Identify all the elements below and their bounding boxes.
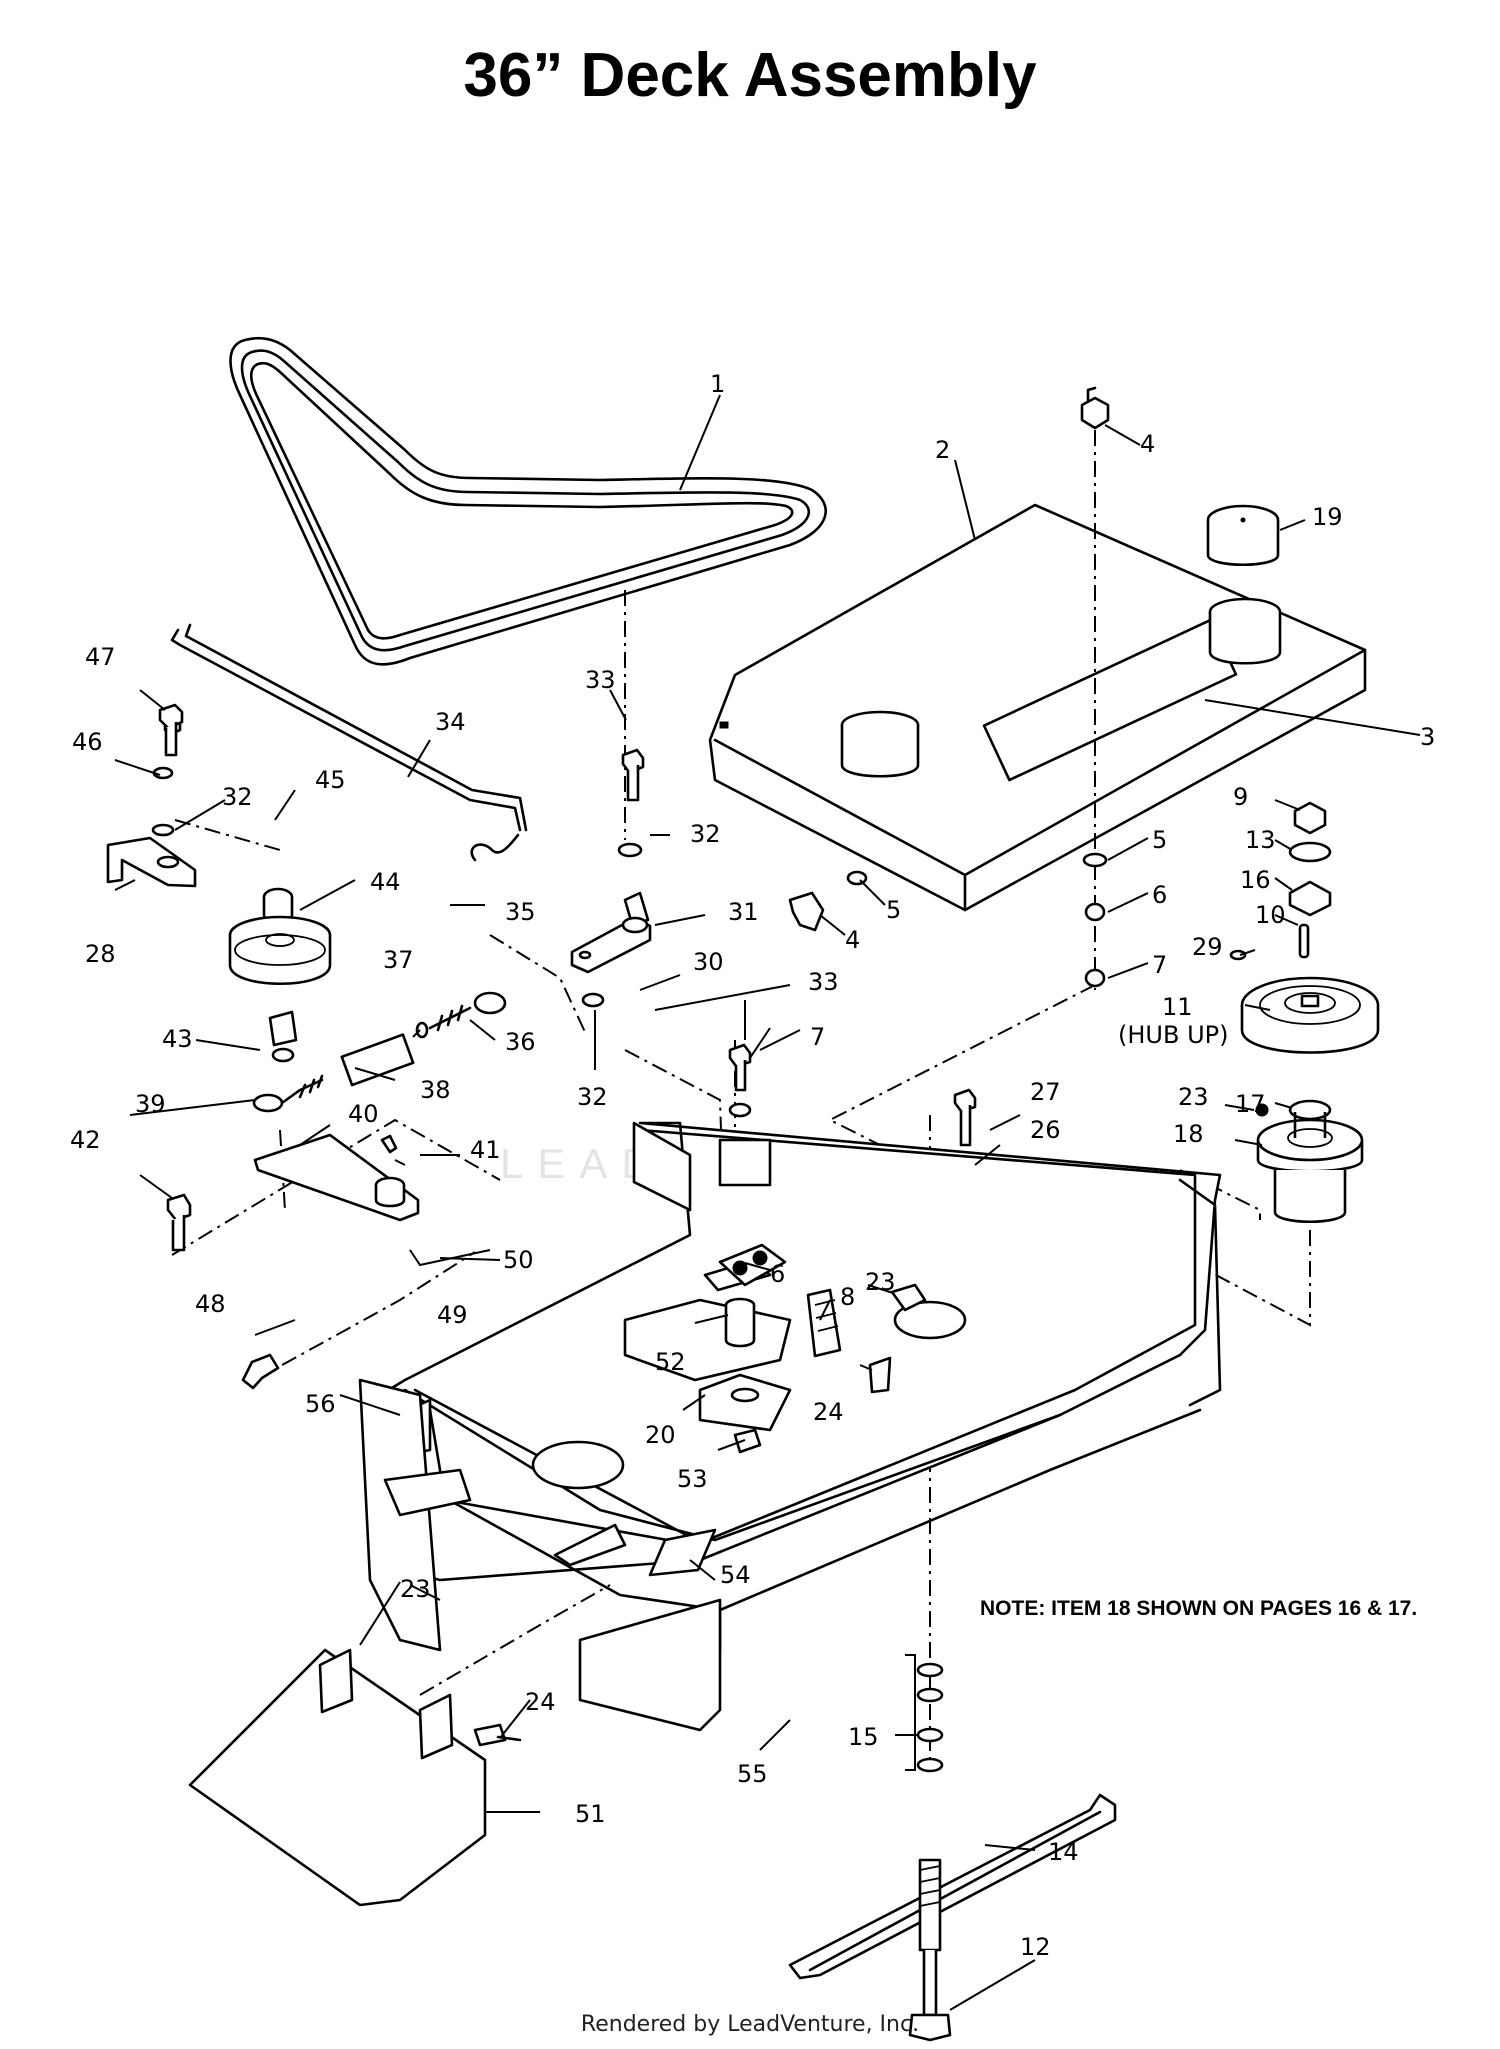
callout-45: 45 — [315, 766, 346, 794]
link-rod — [170, 623, 528, 862]
cover-bumper — [1206, 504, 1280, 567]
callout-43: 43 — [162, 1025, 193, 1053]
footer-credit: Rendered by LeadVenture, Inc. — [580, 2012, 920, 2037]
cover-hardware-stack — [846, 852, 1108, 988]
callout-5: 5 — [886, 896, 901, 924]
callout-44: 44 — [370, 868, 401, 896]
callout-52: 52 — [655, 1348, 686, 1376]
callout-42: 42 — [70, 1126, 101, 1154]
callout-34: 34 — [435, 708, 466, 736]
callout-6: 6 — [770, 1260, 785, 1288]
callout-49: 49 — [437, 1301, 468, 1329]
callout-31: 31 — [728, 898, 759, 926]
callout-26: 26 — [1030, 1116, 1061, 1144]
callout-14: 14 — [1048, 1838, 1079, 1866]
callout-28: 28 — [85, 940, 116, 968]
callout-40: 40 — [348, 1100, 379, 1128]
callout-39: 39 — [135, 1090, 166, 1118]
callout-12: 12 — [1020, 1933, 1051, 1961]
callout-32: 32 — [577, 1083, 608, 1111]
leader-lines — [114, 394, 1421, 2011]
callout-15: 15 — [848, 1723, 879, 1751]
callout-10: 10 — [1255, 901, 1286, 929]
blade-assembly — [788, 1662, 1117, 2042]
belt-cover — [708, 503, 1367, 912]
discharge-chute — [188, 1648, 522, 1907]
callout-18: 18 — [1173, 1120, 1204, 1148]
callout-3: 3 — [1420, 723, 1435, 751]
callout-33: 33 — [808, 968, 839, 996]
knob-4 — [788, 891, 825, 932]
callout-24: 24 — [813, 1398, 844, 1426]
callout-4: 4 — [1140, 430, 1155, 458]
callout-labels: 1 2 3 4 4 5 5 6 6 7 7 8 9 10 11 (HUB UP)… — [70, 370, 1435, 1961]
callout-8: 8 — [840, 1283, 855, 1311]
callout-16: 16 — [1240, 866, 1271, 894]
callout-55: 55 — [737, 1760, 768, 1788]
callout-7: 7 — [810, 1023, 825, 1051]
callout-41: 41 — [470, 1136, 501, 1164]
callout-36: 36 — [505, 1028, 536, 1056]
callout-30: 30 — [693, 948, 724, 976]
callout-9: 9 — [1233, 783, 1248, 811]
callout-23: 23 — [400, 1575, 431, 1603]
callout-46: 46 — [72, 728, 103, 756]
callout-7: 7 — [1152, 951, 1167, 979]
callout-32: 32 — [690, 820, 721, 848]
deck-mounting-parts — [698, 1243, 927, 1454]
callout-1: 1 — [710, 370, 725, 398]
callout-11: 11 — [1162, 993, 1193, 1021]
callout-37: 37 — [383, 946, 414, 974]
spindle-stack — [1229, 801, 1380, 1224]
callout-53: 53 — [677, 1465, 708, 1493]
nut-4-top — [1080, 386, 1110, 430]
callout-50: 50 — [503, 1246, 534, 1274]
bracket-31 — [570, 916, 652, 1008]
callout-47: 47 — [85, 643, 116, 671]
callout-5: 5 — [1152, 826, 1167, 854]
drive-belt — [229, 336, 828, 666]
callout-27: 27 — [1030, 1078, 1061, 1106]
callout-20: 20 — [645, 1421, 676, 1449]
callout-2: 2 — [935, 436, 950, 464]
callout-56: 56 — [305, 1390, 336, 1418]
callout-32: 32 — [222, 783, 253, 811]
callout-51: 51 — [575, 1800, 606, 1828]
mower-deck — [358, 1121, 1222, 1732]
callout-23: 23 — [1178, 1083, 1209, 1111]
callout-38: 38 — [420, 1076, 451, 1104]
left-bolts — [158, 703, 977, 1390]
callout-6: 6 — [1152, 881, 1167, 909]
idler-assembly — [106, 710, 507, 1222]
callout-33: 33 — [585, 666, 616, 694]
callout-19: 19 — [1312, 503, 1343, 531]
callout-23: 23 — [865, 1268, 896, 1296]
callout-24: 24 — [525, 1688, 556, 1716]
callout-4: 4 — [845, 926, 860, 954]
callout-29: 29 — [1192, 933, 1223, 961]
callout-48: 48 — [195, 1290, 226, 1318]
note-text: NOTE: ITEM 18 SHOWN ON PAGES 16 & 17. — [980, 1597, 1418, 1620]
callout-17: 17 — [1235, 1090, 1266, 1118]
page-title: 36” Deck Assembly — [463, 41, 1037, 110]
callout-54: 54 — [720, 1561, 751, 1589]
callout-hub-up: (HUB UP) — [1118, 1021, 1228, 1049]
callout-35: 35 — [505, 898, 536, 926]
callout-13: 13 — [1245, 826, 1276, 854]
